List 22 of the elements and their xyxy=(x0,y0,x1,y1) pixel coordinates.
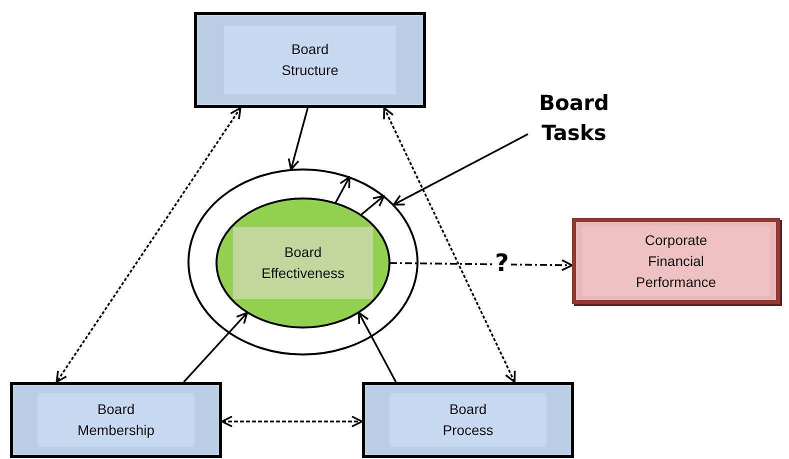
node-label: Board Effectiveness xyxy=(260,243,346,283)
effectiveness-ellipse xyxy=(215,197,391,329)
node-label: Board Structure xyxy=(280,40,340,80)
arrow xyxy=(183,312,248,383)
arrow xyxy=(360,195,385,216)
arrow xyxy=(390,259,573,272)
arrow xyxy=(334,176,350,204)
arrow xyxy=(221,416,363,428)
process-box xyxy=(194,12,426,108)
arrow xyxy=(358,312,397,382)
process-box xyxy=(10,382,222,458)
outer-ellipse xyxy=(187,168,419,356)
arrow xyxy=(392,133,528,206)
node-label: Corporate Financial Performance xyxy=(634,230,718,292)
node-label: Board Membership xyxy=(76,400,156,440)
process-box xyxy=(362,382,574,458)
outcome-box xyxy=(572,218,780,304)
node-label: Board Process xyxy=(442,400,494,440)
arrow xyxy=(383,107,516,383)
arrow xyxy=(56,107,242,383)
annotation-text: Board Tasks xyxy=(528,88,620,152)
arrow xyxy=(288,108,309,170)
